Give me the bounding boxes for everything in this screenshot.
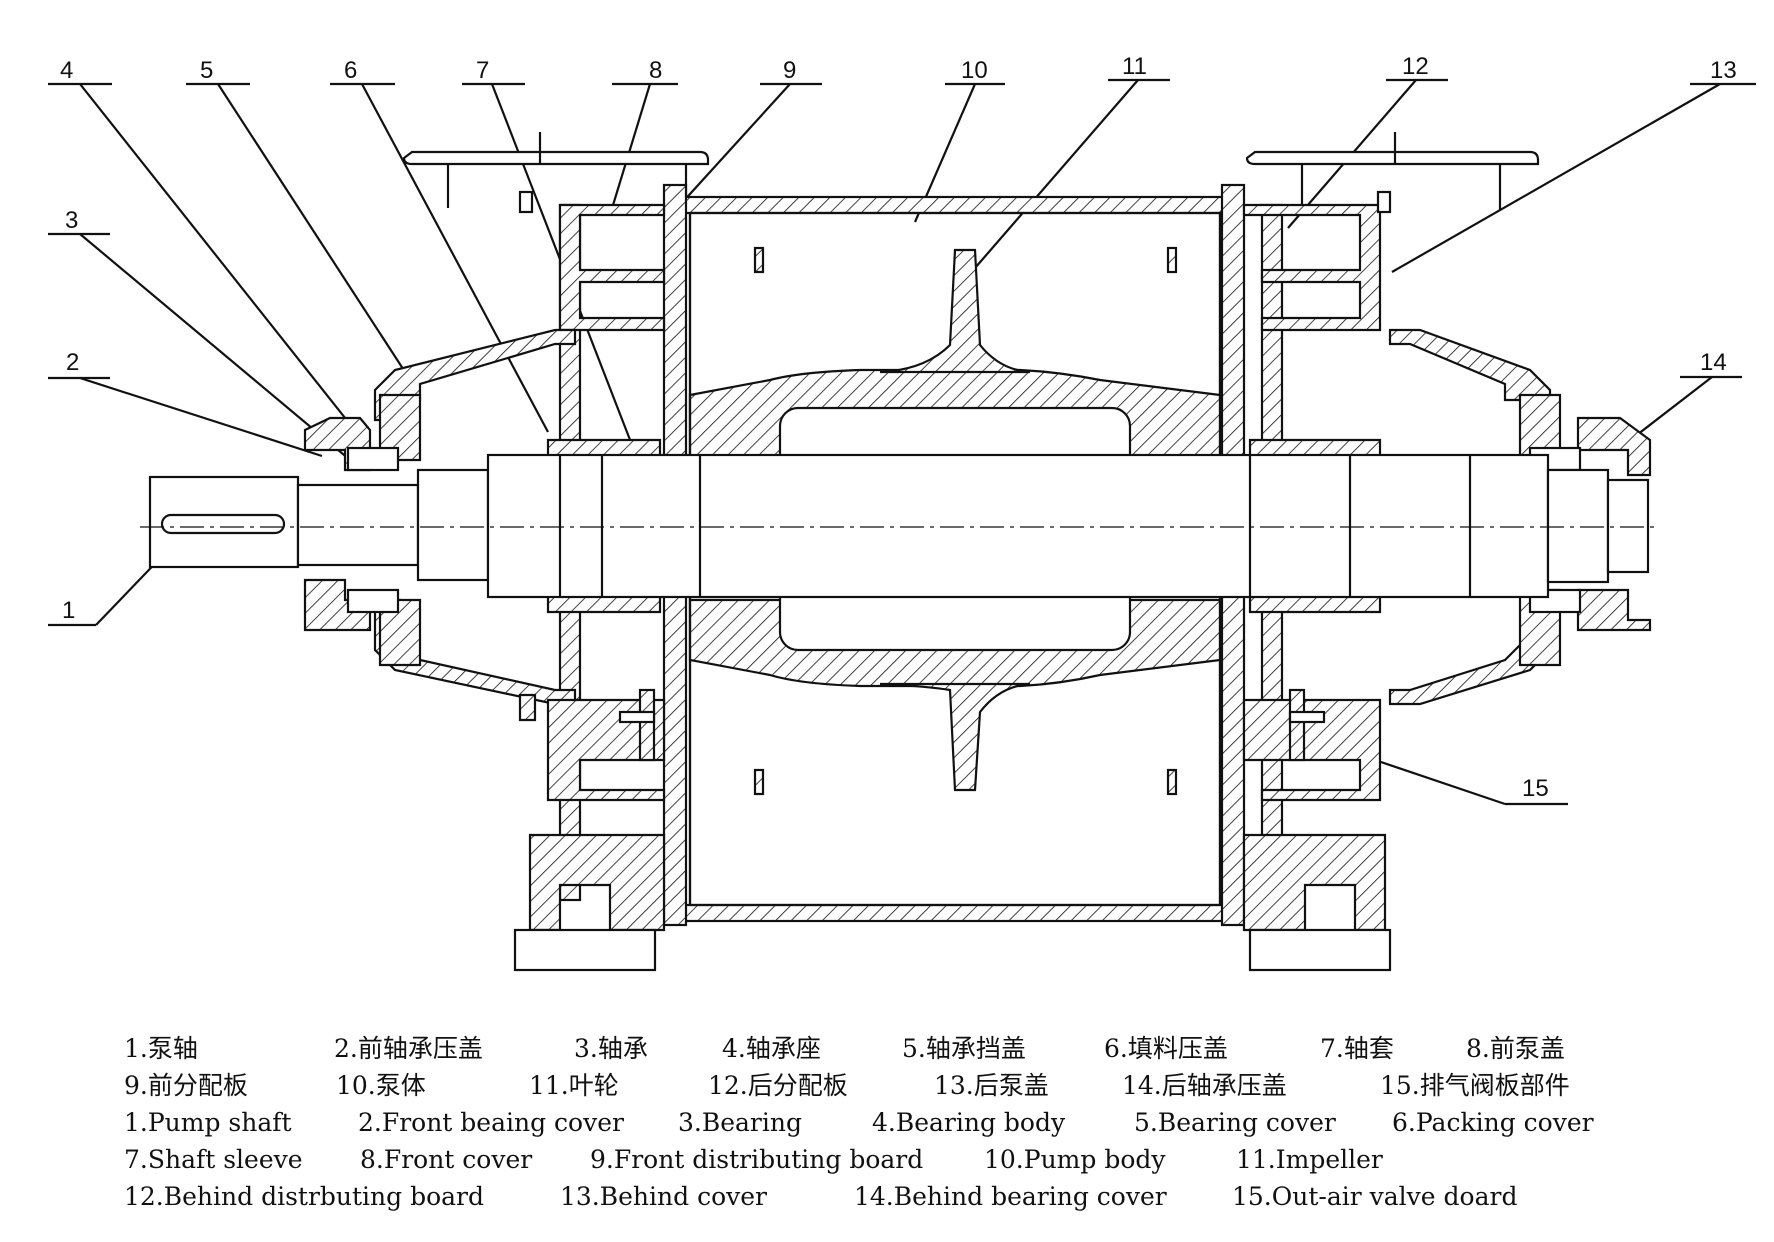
callout-labels: 4 5 6 7 8 9 10 11 12 13 3 2 14 1 15	[48, 53, 1756, 806]
callout-9: 9	[760, 57, 822, 86]
legend-item: 14.Behind bearing cover	[854, 1182, 1167, 1211]
legend-item: 9.前分配板	[124, 1071, 248, 1100]
svg-text:3: 3	[65, 207, 78, 234]
svg-text:10: 10	[961, 57, 988, 84]
pump-body-shell	[668, 195, 1242, 923]
callout-12: 12	[1386, 53, 1448, 82]
pump-cross-section-drawing: 4 5 6 7 8 9 10 11 12 13 3 2 14 1 15	[48, 53, 1756, 972]
svg-text:14: 14	[1700, 349, 1727, 376]
legend-item: 4.轴承座	[722, 1034, 821, 1063]
svg-text:4: 4	[60, 57, 73, 84]
legend-row-en-2: 7.Shaft sleeve 8.Front cover 9.Front dis…	[124, 1141, 1684, 1178]
svg-text:15: 15	[1522, 775, 1549, 802]
legend-item: 7.轴套	[1320, 1034, 1394, 1063]
legend-item: 6.填料压盖	[1104, 1034, 1228, 1063]
svg-text:9: 9	[783, 57, 796, 84]
leader-lines	[79, 79, 1721, 806]
legend-item: 6.Packing cover	[1392, 1108, 1594, 1137]
callout-10: 10	[945, 57, 1005, 86]
callout-11: 11	[1108, 53, 1170, 82]
legend-row-cn-1: 1.泵轴 2.前轴承压盖 3.轴承 4.轴承座 5.轴承挡盖 6.填料压盖 7.…	[124, 1030, 1684, 1067]
legend-item: 1.Pump shaft	[124, 1108, 292, 1137]
legend-item: 15.排气阀板部件	[1380, 1071, 1570, 1100]
legend-item: 1.泵轴	[124, 1034, 198, 1063]
svg-text:8: 8	[649, 57, 662, 84]
legend-item: 15.Out-air valve doard	[1232, 1182, 1518, 1211]
legend-item: 11.Impeller	[1236, 1145, 1383, 1174]
callout-6: 6	[330, 57, 395, 86]
legend-item: 14.后轴承压盖	[1122, 1071, 1287, 1100]
callout-2: 2	[48, 349, 110, 380]
legend-item: 8.前泵盖	[1466, 1034, 1565, 1063]
parts-legend: 1.泵轴 2.前轴承压盖 3.轴承 4.轴承座 5.轴承挡盖 6.填料压盖 7.…	[124, 1030, 1684, 1215]
callout-8: 8	[612, 57, 678, 86]
legend-item: 10.Pump body	[984, 1145, 1166, 1174]
pump-shaft	[140, 453, 1660, 599]
svg-text:1: 1	[62, 597, 75, 624]
callout-14: 14	[1680, 349, 1742, 379]
callout-15: 15	[1505, 775, 1568, 806]
svg-text:12: 12	[1402, 53, 1429, 80]
legend-item: 12.Behind distrbuting board	[124, 1182, 485, 1211]
legend-item: 13.后泵盖	[934, 1071, 1049, 1100]
callout-3: 3	[48, 207, 110, 236]
callout-4: 4	[48, 57, 112, 86]
legend-row-cn-2: 9.前分配板 10.泵体 11.叶轮 12.后分配板 13.后泵盖 14.后轴承…	[124, 1067, 1684, 1104]
svg-text:11: 11	[1122, 53, 1147, 80]
svg-text:5: 5	[200, 57, 213, 84]
legend-item: 3.轴承	[574, 1034, 648, 1063]
callout-5: 5	[186, 57, 250, 86]
legend-item: 5.Bearing cover	[1134, 1108, 1336, 1137]
top-flanges	[402, 132, 1540, 210]
legend-item: 11.叶轮	[529, 1071, 619, 1100]
legend-item: 8.Front cover	[360, 1145, 533, 1174]
legend-item: 2.前轴承压盖	[334, 1034, 483, 1063]
legend-item: 4.Bearing body	[872, 1108, 1066, 1137]
legend-item: 5.轴承挡盖	[902, 1034, 1026, 1063]
legend-item: 9.Front distributing board	[590, 1145, 924, 1174]
callout-1: 1	[48, 597, 96, 627]
svg-text:7: 7	[476, 57, 489, 84]
legend-item: 2.Front beaing cover	[358, 1108, 624, 1137]
legend-row-en-1: 1.Pump shaft 2.Front beaing cover 3.Bear…	[124, 1104, 1684, 1141]
legend-item: 10.泵体	[336, 1071, 426, 1100]
legend-row-en-3: 12.Behind distrbuting board 13.Behind co…	[124, 1178, 1684, 1215]
legend-item: 12.后分配板	[708, 1071, 848, 1100]
legend-item: 3.Bearing	[678, 1108, 802, 1137]
legend-item: 13.Behind cover	[560, 1182, 767, 1211]
valve-board-bolts	[518, 190, 1392, 762]
svg-text:2: 2	[66, 349, 79, 376]
callout-13: 13	[1690, 57, 1756, 86]
svg-text:13: 13	[1710, 57, 1737, 84]
callout-7: 7	[462, 57, 525, 86]
svg-text:6: 6	[344, 57, 357, 84]
legend-item: 7.Shaft sleeve	[124, 1145, 303, 1174]
